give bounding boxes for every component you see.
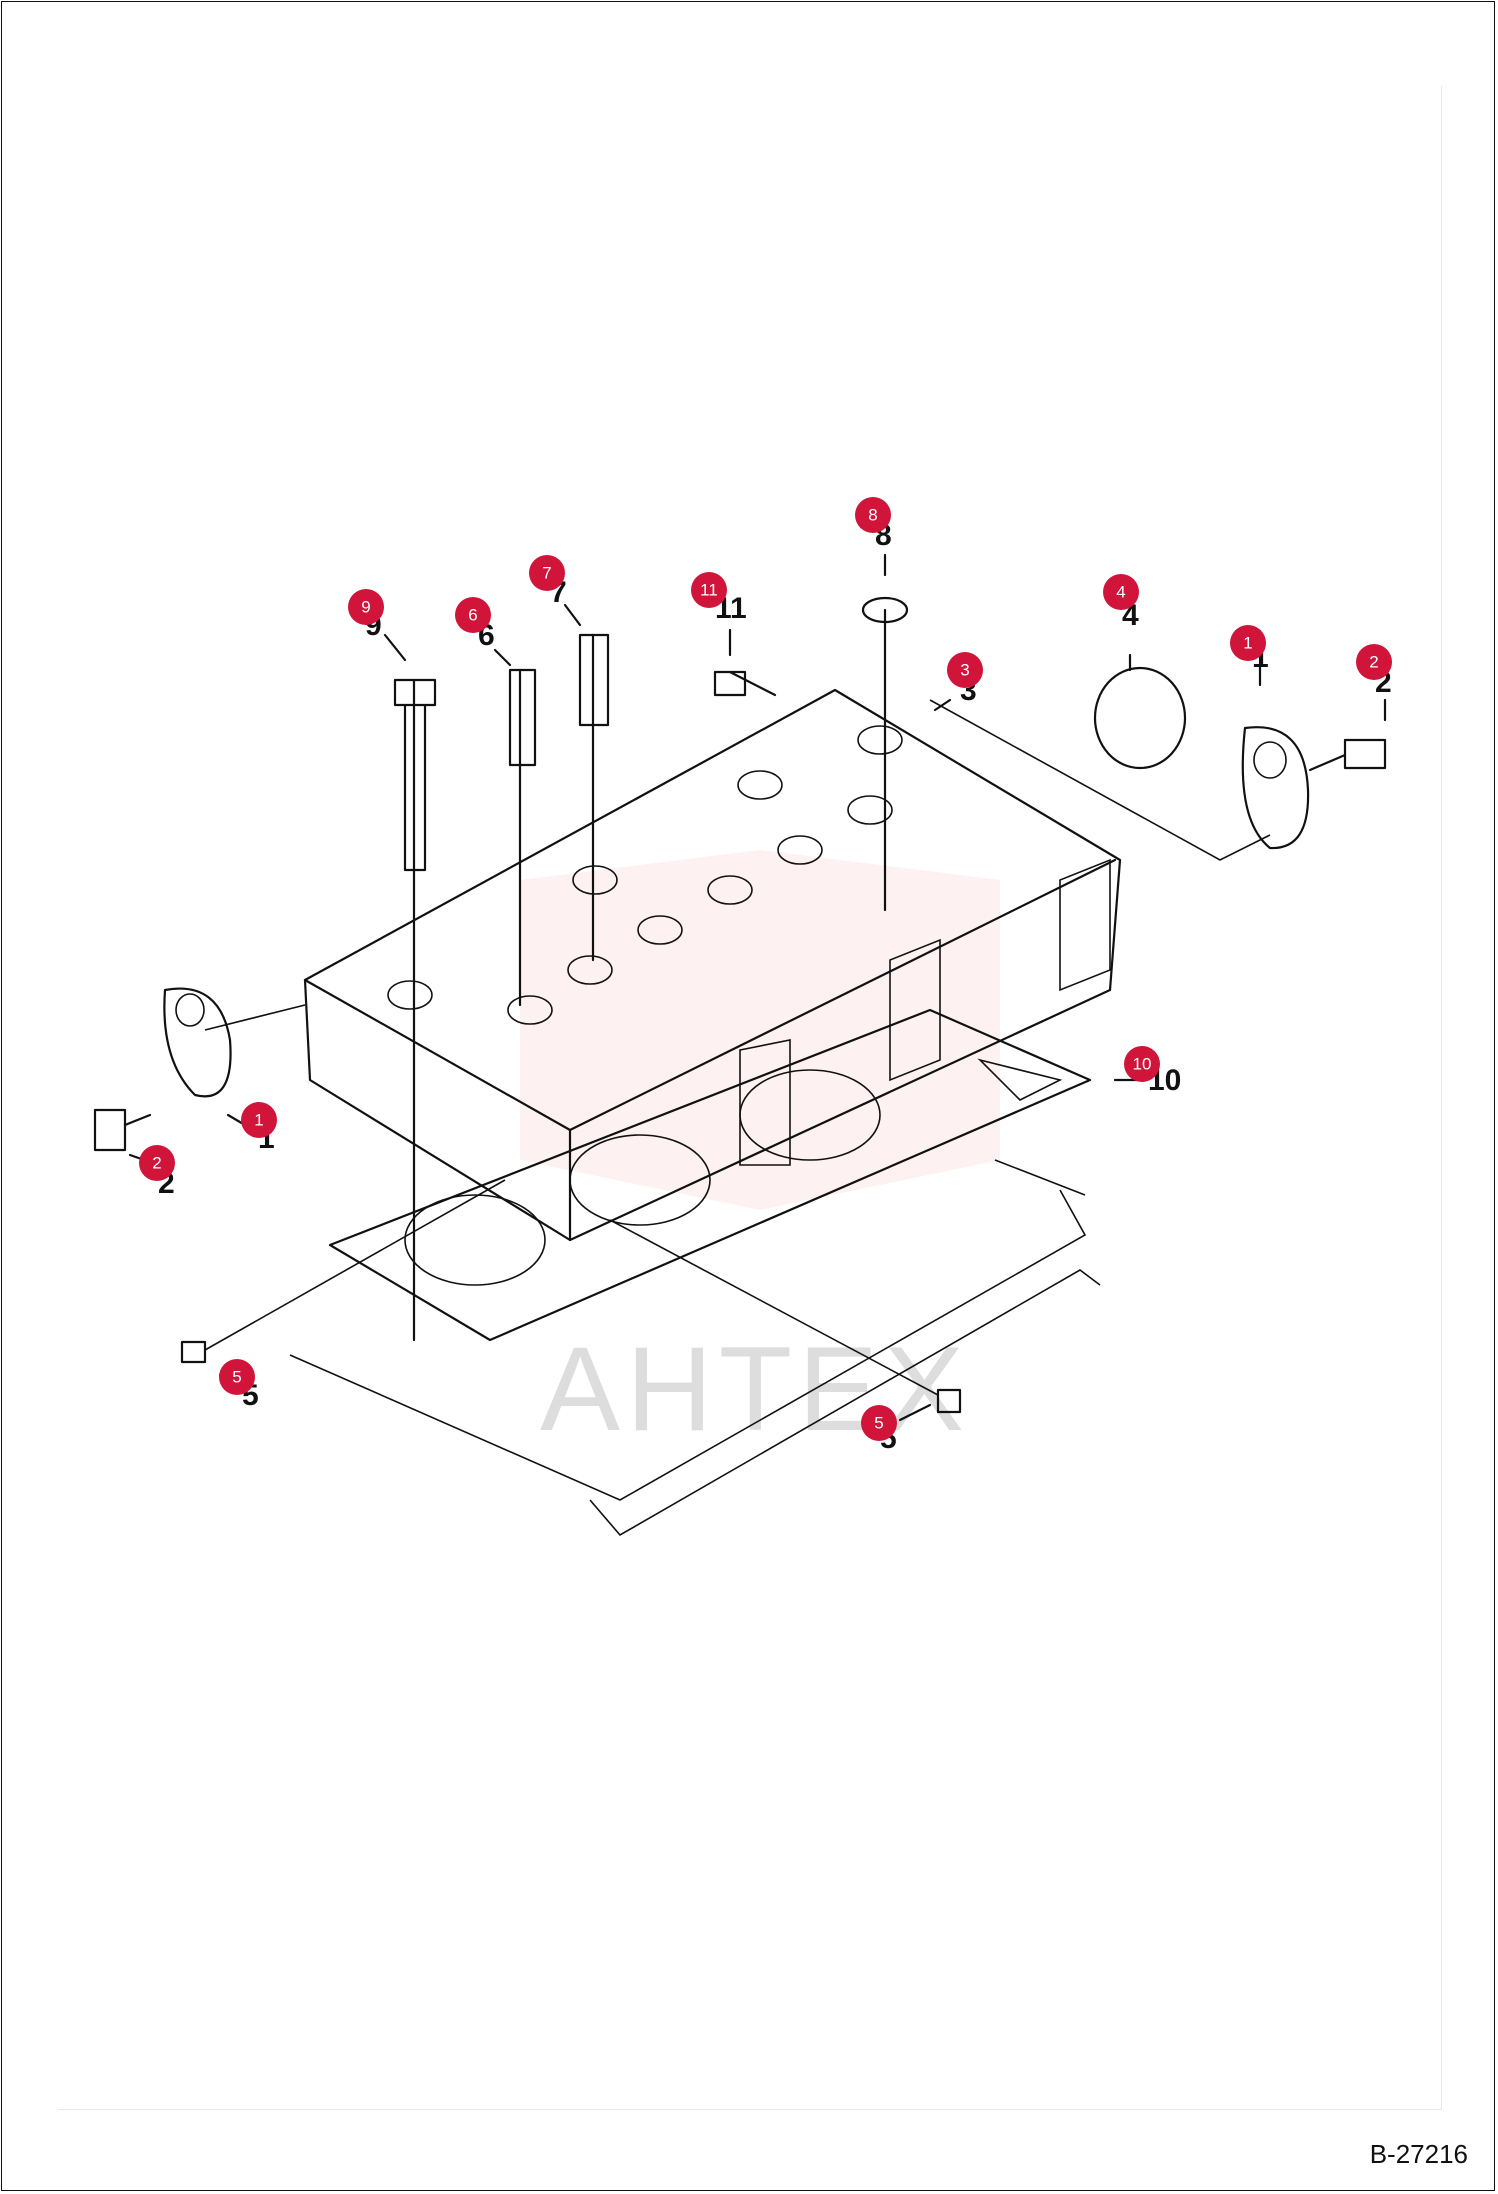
callout-badge-7: 7 [529,555,565,591]
figure-code: B-27216 [1369,2139,1468,2169]
callout-badge-1-left: 1 [241,1102,277,1138]
part-plug-4 [1093,666,1187,770]
callout-badge-8: 8 [855,497,891,533]
part-bolt-2-right [1308,738,1387,772]
callout-badge-11: 11 [691,572,727,608]
svg-text:11: 11 [700,581,718,600]
svg-text:5: 5 [874,1414,883,1433]
callout-badge-1-right: 1 [1230,625,1266,661]
callout-badge-5-left: 5 [219,1359,255,1395]
svg-text:9: 9 [361,598,370,617]
svg-text:2: 2 [1369,653,1378,672]
callout-badge-4: 4 [1103,574,1139,610]
svg-text:7: 7 [542,564,551,583]
svg-text:1: 1 [1243,634,1252,653]
svg-text:5: 5 [232,1368,241,1387]
svg-text:3: 3 [960,661,969,680]
callout-badge-5-right: 5 [861,1405,897,1441]
watermark-text: AHTEX [540,1322,970,1456]
callout-badge-3: 3 [947,652,983,688]
part-screw-5-right [609,1219,962,1414]
callout-badge-6: 6 [455,597,491,633]
svg-text:8: 8 [868,506,877,525]
svg-text:6: 6 [468,606,477,625]
engine-block [289,1159,1101,1537]
svg-text:1: 1 [254,1111,263,1130]
callout-badge-9: 9 [348,589,384,625]
cylinder-head [303,688,1122,1242]
part-bracket-1-right [929,699,1310,861]
part-screw-5-left [180,1179,506,1364]
part-guide-6 [508,668,537,767]
svg-text:10: 10 [1133,1055,1152,1074]
leader-lines [128,553,1387,1422]
part-plug-11 [713,670,747,697]
part-guide-7 [578,633,610,727]
callout-badges: 9 6 7 11 8 3 4 1 2 10 1 2 5 5 [139,497,1392,1441]
part-bracket-1-left [163,987,306,1098]
svg-text:2: 2 [152,1154,161,1173]
inner-frame [58,86,1442,2110]
callout-badge-2-right: 2 [1356,644,1392,680]
svg-text:4: 4 [1116,583,1125,602]
part-bolt-2-left [93,1108,152,1152]
callout-badge-10: 10 [1124,1046,1160,1082]
callout-badge-2-left: 2 [139,1145,175,1181]
